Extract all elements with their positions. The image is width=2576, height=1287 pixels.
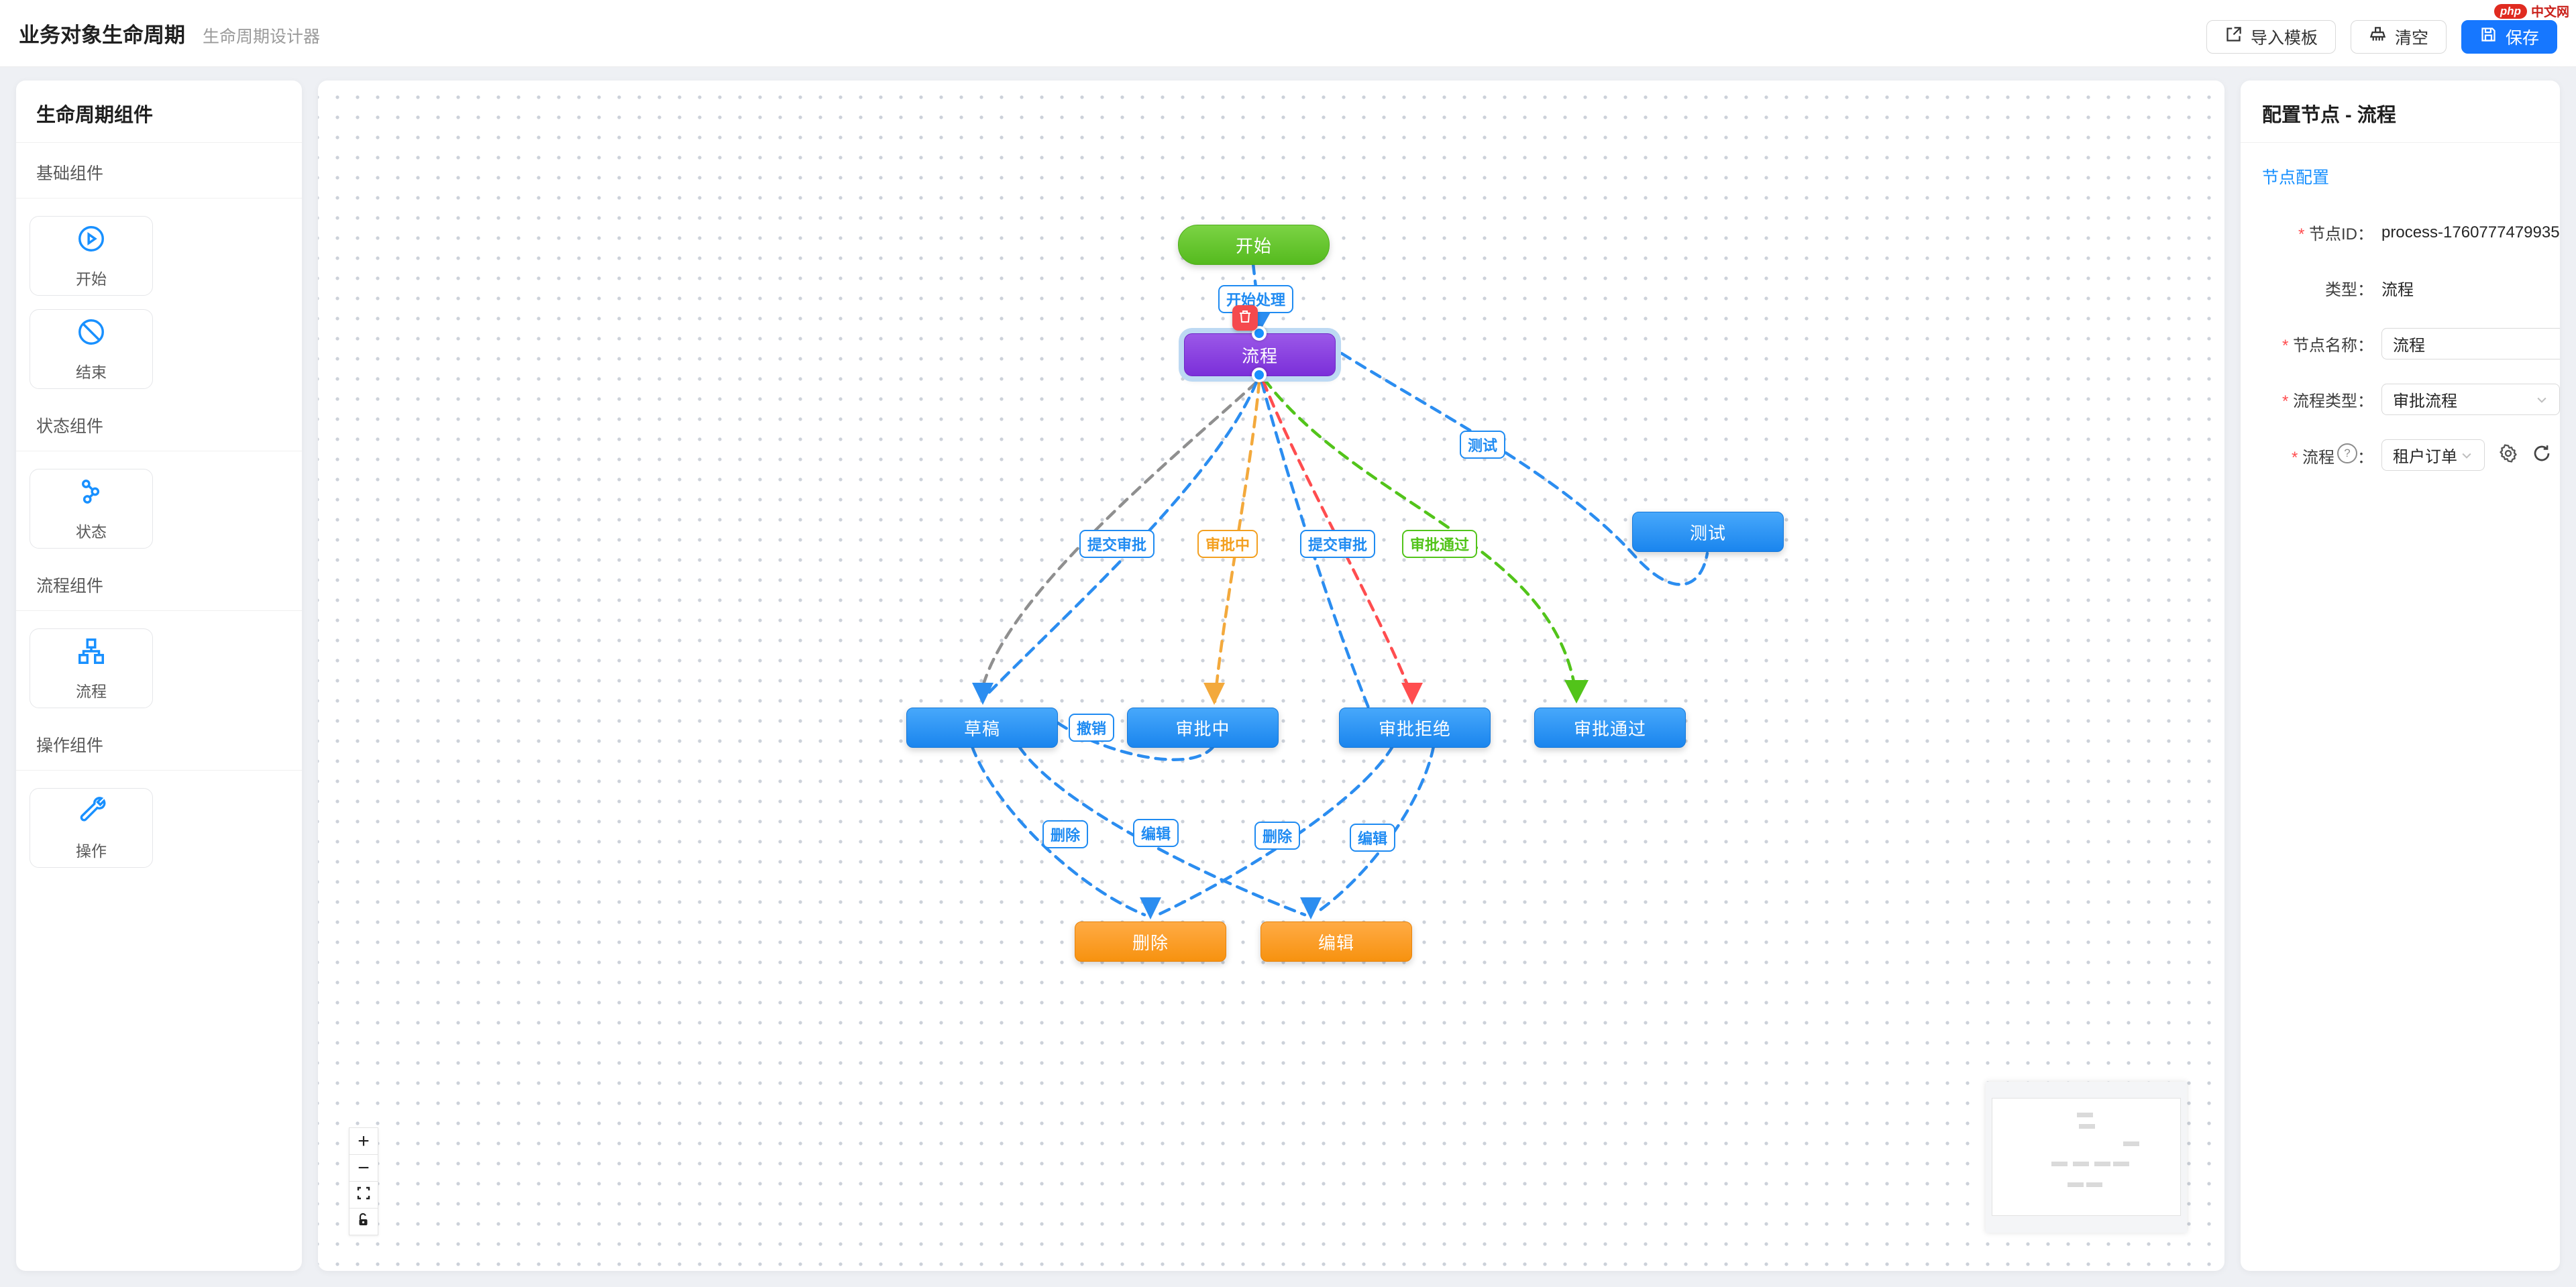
unlock-icon: [356, 1211, 372, 1233]
component-label: 结束: [76, 363, 107, 381]
zoom-out-button[interactable]: −: [349, 1154, 378, 1182]
flow-type-label: 流程类型: [2241, 388, 2373, 411]
flow-row: 流程? 租户订单: [2241, 439, 2560, 471]
section-basic: 基础组件: [16, 143, 302, 199]
node-rejected[interactable]: 审批拒绝: [1339, 708, 1491, 748]
node-name-row: 节点名称: [2241, 328, 2560, 359]
logo-badge: php: [2493, 3, 2527, 19]
edge-label[interactable]: 删除: [1042, 820, 1089, 848]
edge-label[interactable]: 编辑: [1132, 819, 1179, 847]
import-icon: [2224, 25, 2243, 48]
component-label: 状态: [76, 522, 107, 541]
minimap[interactable]: [1986, 1082, 2187, 1233]
lock-button[interactable]: [349, 1208, 378, 1235]
edge-label[interactable]: 编辑: [1349, 824, 1396, 852]
minimap-node: [2094, 1162, 2110, 1166]
component-card-action[interactable]: 操作: [30, 788, 153, 868]
component-card-state[interactable]: 状态: [30, 469, 153, 549]
clear-button[interactable]: 清空: [2350, 19, 2447, 54]
minimap-node: [2113, 1162, 2129, 1166]
state-icon: [76, 476, 107, 510]
node-type-row: 类型 流程: [2241, 272, 2560, 304]
edge-label[interactable]: 审批通过: [1401, 530, 1478, 558]
clear-icon: [2369, 25, 2387, 48]
zoom-in-button[interactable]: +: [349, 1127, 378, 1155]
canvas-toolbar: + −: [349, 1127, 378, 1235]
chevron-down-icon: [2460, 449, 2473, 462]
node-test[interactable]: 测试: [1632, 512, 1784, 552]
component-card-flow[interactable]: 流程: [30, 628, 153, 708]
minimap-node: [2079, 1124, 2095, 1129]
edge-label[interactable]: 审批中: [1197, 530, 1258, 558]
component-label: 操作: [76, 842, 107, 860]
component-card-start[interactable]: 开始: [30, 216, 153, 296]
help-icon: ?: [2337, 443, 2357, 463]
flow-type-row: 流程类型 审批流程: [2241, 384, 2560, 415]
edge-label[interactable]: 删除: [1254, 822, 1301, 850]
chevron-down-icon: [2535, 393, 2548, 406]
refresh-icon: [2532, 443, 2552, 467]
config-panel: 配置节点 - 流程 节点配置 节点ID process-176077747993…: [2241, 80, 2560, 1271]
node-name-input[interactable]: [2381, 328, 2560, 359]
component-label: 开始: [76, 270, 107, 288]
flow-icon: [76, 636, 107, 670]
node-approving[interactable]: 审批中: [1127, 708, 1279, 748]
edge-label[interactable]: 撤销: [1068, 714, 1115, 742]
node-approved[interactable]: 审批通过: [1534, 708, 1686, 748]
minimap-viewport: [1992, 1098, 2181, 1216]
edge-label[interactable]: 测试: [1459, 431, 1506, 459]
node-type-label: 类型: [2241, 276, 2373, 300]
node-delete[interactable]: 删除: [1075, 921, 1226, 962]
section-state: 状态组件: [16, 396, 302, 451]
import-template-button[interactable]: 导入模板: [2206, 19, 2336, 54]
node-edit[interactable]: 编辑: [1260, 921, 1412, 962]
flow-canvas[interactable]: 开始 流程 测试 草稿 审批中 审批拒绝 审批通过 删除 编辑 开始处理 测试 …: [318, 80, 2224, 1271]
save-button[interactable]: 保存: [2461, 19, 2557, 54]
minimap-node: [2123, 1141, 2139, 1146]
flow-select[interactable]: 租户订单: [2381, 439, 2485, 471]
settings-button[interactable]: [2498, 443, 2518, 467]
gear-icon: [2498, 443, 2518, 467]
component-label: 流程: [76, 682, 107, 700]
save-icon: [2479, 25, 2498, 48]
port-top[interactable]: [1252, 326, 1267, 341]
page-title: 业务对象生命周期: [19, 23, 185, 47]
fit-view-button[interactable]: [349, 1181, 378, 1209]
component-card-end[interactable]: 结束: [30, 309, 153, 389]
minimap-node: [2086, 1182, 2102, 1187]
refresh-button[interactable]: [2532, 443, 2552, 467]
node-type-value: 流程: [2381, 281, 2414, 299]
node-name-label: 节点名称: [2241, 332, 2373, 355]
app-header: 业务对象生命周期 生命周期设计器 导入模板 清空 保存 php 中文网: [0, 0, 2576, 67]
minimap-node: [2068, 1182, 2084, 1187]
flow-type-select[interactable]: 审批流程: [2381, 384, 2560, 415]
edge-label[interactable]: 提交审批: [1299, 530, 1376, 558]
node-id-row: 节点ID process-1760777479935: [2241, 217, 2560, 248]
logo-text: 中文网: [2530, 5, 2569, 19]
trash-icon: [1237, 309, 1253, 328]
wrench-icon: [76, 795, 107, 830]
node-id-value: process-1760777479935: [2381, 223, 2560, 241]
flow-label: 流程?: [2241, 443, 2373, 467]
minimap-node: [2051, 1162, 2068, 1166]
minimap-node: [2077, 1113, 2093, 1117]
node-draft[interactable]: 草稿: [906, 708, 1058, 748]
minimap-node: [2073, 1162, 2089, 1166]
site-logo: php 中文网: [2493, 2, 2569, 20]
tab-node-config[interactable]: 节点配置: [2262, 168, 2330, 187]
play-circle-icon: [76, 223, 107, 258]
section-flow: 流程组件: [16, 555, 302, 611]
sidebar-title: 生命周期组件: [16, 80, 302, 143]
fit-view-icon: [356, 1184, 372, 1207]
page-subtitle: 生命周期设计器: [203, 27, 321, 46]
node-start[interactable]: 开始: [1178, 225, 1330, 265]
delete-edge-button[interactable]: [1232, 305, 1258, 331]
port-bottom[interactable]: [1252, 368, 1267, 382]
component-sidebar: 生命周期组件 基础组件 开始 结束 状态组件 状态 流程组件 流程: [16, 80, 302, 1271]
ban-circle-icon: [76, 317, 107, 351]
node-id-label: 节点ID: [2241, 221, 2373, 244]
section-action: 操作组件: [16, 715, 302, 771]
edge-label[interactable]: 提交审批: [1079, 530, 1155, 558]
config-panel-title: 配置节点 - 流程: [2241, 80, 2560, 143]
